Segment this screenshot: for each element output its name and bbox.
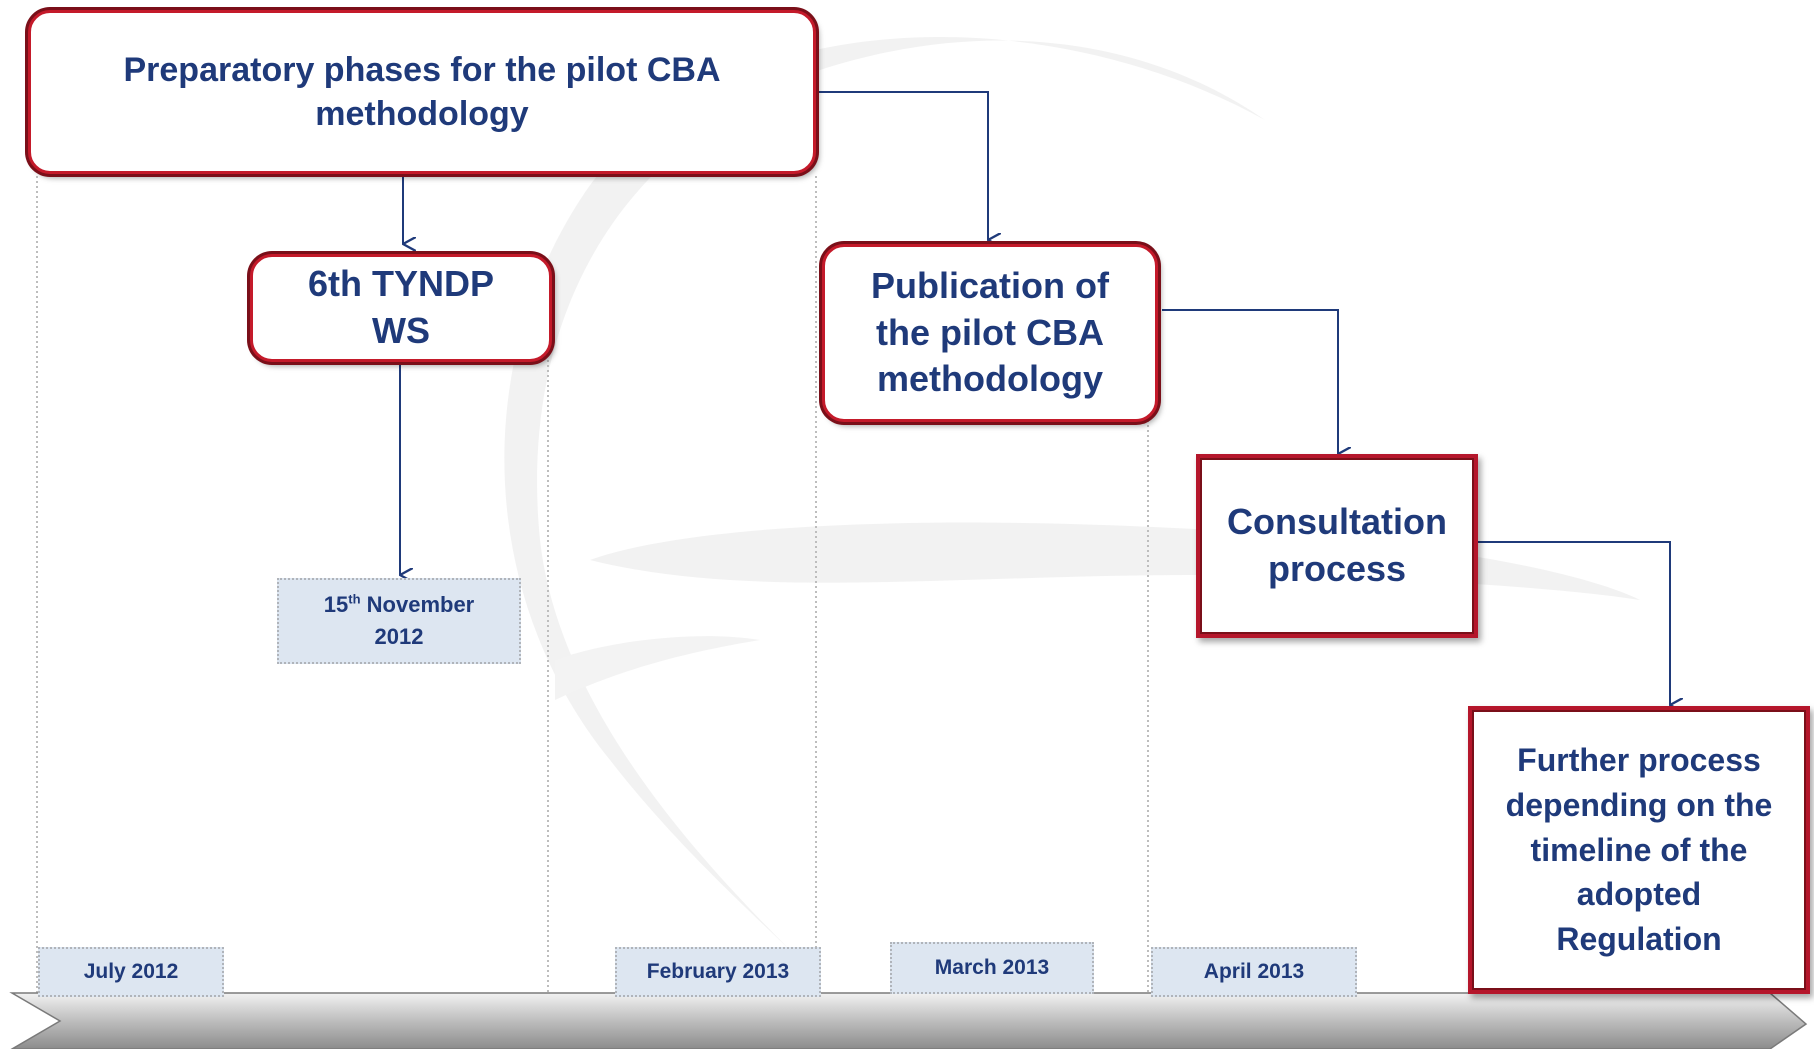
timeline-date-label: February 2013 [646, 960, 790, 983]
connector-publication-to-consultation [1162, 309, 1338, 454]
consultation-line-2: process [1267, 548, 1407, 589]
further-process-line-3: timeline of the [1530, 831, 1748, 868]
preparatory-phases-box: Preparatory phases for the pilot CBA met… [28, 10, 816, 174]
timeline-date-label: March 2013 [934, 956, 1050, 979]
milestone-date-box: 15th November 2012 [277, 578, 521, 664]
publication-line-3: methodology [877, 358, 1103, 400]
milestone-ordinal: th [348, 591, 361, 607]
milestone-month: November [366, 592, 475, 618]
timeline-date-label: July 2012 [83, 960, 179, 983]
tyndp-ws-box: 6th TYNDP WS [250, 254, 552, 362]
consultation-box: Consultation process [1196, 454, 1478, 638]
publication-line-1: Publication of [871, 264, 1109, 306]
further-process-line-5: Regulation [1556, 921, 1722, 958]
milestone-year: 2012 [374, 624, 424, 649]
further-process-line-1: Further process [1517, 742, 1761, 778]
connectors [400, 91, 1670, 705]
timeline-arrow [9, 992, 1808, 1049]
timeline-guides [36, 176, 1149, 996]
publication-box: Publication of the pilot CBA methodology [822, 244, 1158, 422]
publication-line-2: the pilot CBA [876, 311, 1104, 353]
timeline-date-february-2013: February 2013 [615, 947, 821, 997]
further-process-box: Further process depending on the timelin… [1468, 706, 1810, 994]
further-process-line-2: depending on the [1505, 786, 1773, 823]
timeline-date-label: April 2013 [1203, 960, 1305, 983]
timeline-date-july-2012: July 2012 [38, 947, 224, 997]
consultation-line-1: Consultation [1227, 501, 1447, 543]
timeline-date-march-2013: March 2013 [890, 942, 1094, 994]
milestone-day: 15 [323, 592, 349, 618]
connector-consultation-to-further [1478, 541, 1670, 705]
further-process-line-4: adopted [1576, 876, 1702, 913]
connector-prep-to-publication [818, 91, 988, 240]
tyndp-ws-line-2: WS [371, 310, 430, 351]
timeline-date-april-2013: April 2013 [1151, 947, 1357, 997]
preparatory-phases-label: Preparatory phases for the pilot CBA met… [123, 50, 721, 133]
watermark-logo [504, 37, 1640, 960]
tyndp-ws-line-1: 6th TYNDP [307, 263, 494, 305]
